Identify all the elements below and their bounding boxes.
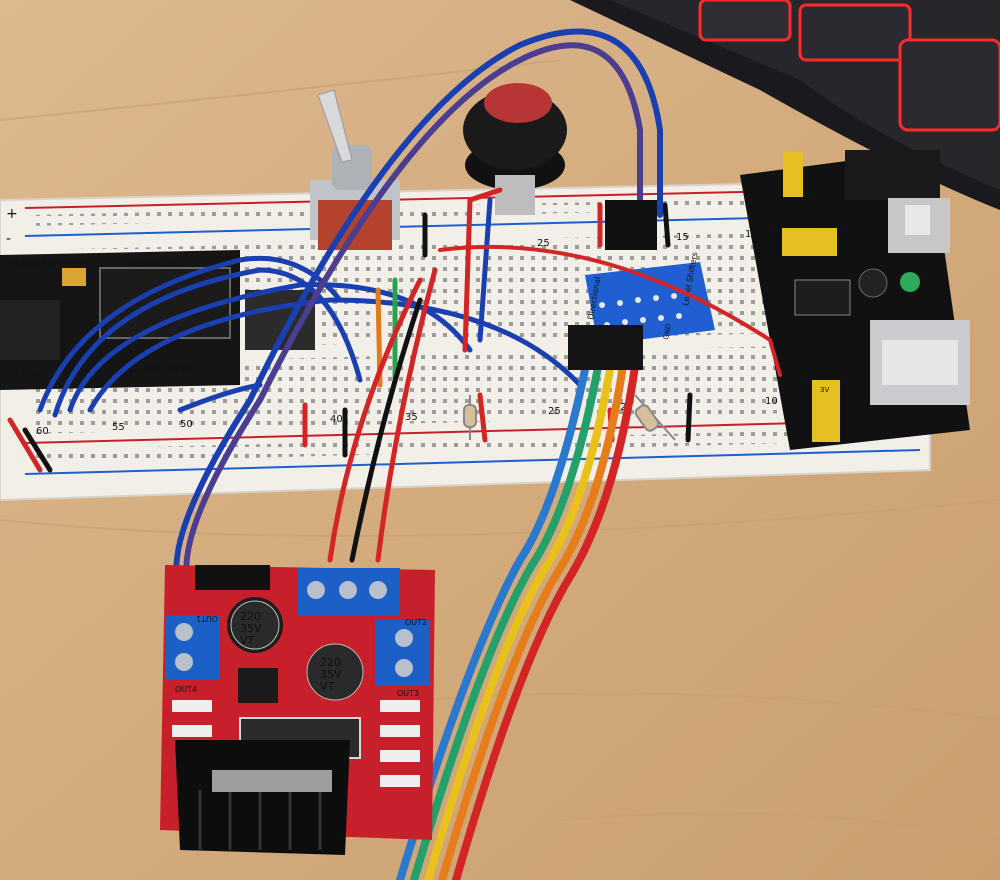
out3-label: OUT3 [397,689,419,698]
col-35: 35 [405,412,418,423]
col-10-bot: 10 [765,396,778,407]
mcu-board: A0 GND RST EN 3V3 SD3 SD2 SD1 D0 D1 D2 D… [0,250,315,390]
out2-label: OUT2 [405,618,427,627]
rail-minus: - [6,231,11,247]
col-25-bot: 25 [548,406,561,417]
cap1-line1: 220 [240,610,261,623]
col-60: 60 [36,426,49,437]
power-jumper-bottom-b: 5V [840,434,849,442]
mcu-pins-top: A0 GND RST EN 3V3 [8,259,89,268]
out1-label: OUT1 [196,614,218,623]
cap2-line1: 220 [320,656,341,669]
motor-driver-board: 220 35V VT 220 35V VT OUT1 OUT2 OUT3 OUT… [160,565,435,855]
power-gnd: GND [805,266,821,274]
cap1-line3: VT [240,634,255,647]
jumper-wires [7,28,782,880]
power-jumper-top: 3.3V [818,219,834,227]
resistors [463,394,676,441]
col-15-top: 15 [676,232,689,243]
cap2-line3: VT [320,680,335,693]
rail-plus: + [6,206,18,222]
out4-label: OUT4 [175,685,197,694]
power-jumper-off: OFF [808,198,822,206]
connectors [195,200,657,590]
col-50: 50 [180,419,193,430]
level-shifter: Directional Level Shifters GND [585,251,715,345]
col-25-top: 25 [537,238,550,249]
mcu-tx: TX [5,369,17,378]
col-55: 55 [112,422,125,433]
mcu-pins-mid: SD3 SD2 SD1 [126,258,180,267]
mcu-gnd: GND [22,369,40,378]
cap1-line2: 35V [240,622,262,635]
power-supply-module: 3.3V OFF 7-12V GND 3V 5V [740,150,970,450]
shifter-gnd: GND [662,323,673,340]
mcu-pins-bot: D0 D1 D2 D3 [140,365,193,374]
col-40: 40 [330,414,343,425]
power-range: 7-12V [842,199,857,228]
cap2-line2: 35V [320,668,342,681]
power-jumper-bottom: 3V [820,386,829,394]
push-button [463,83,567,215]
